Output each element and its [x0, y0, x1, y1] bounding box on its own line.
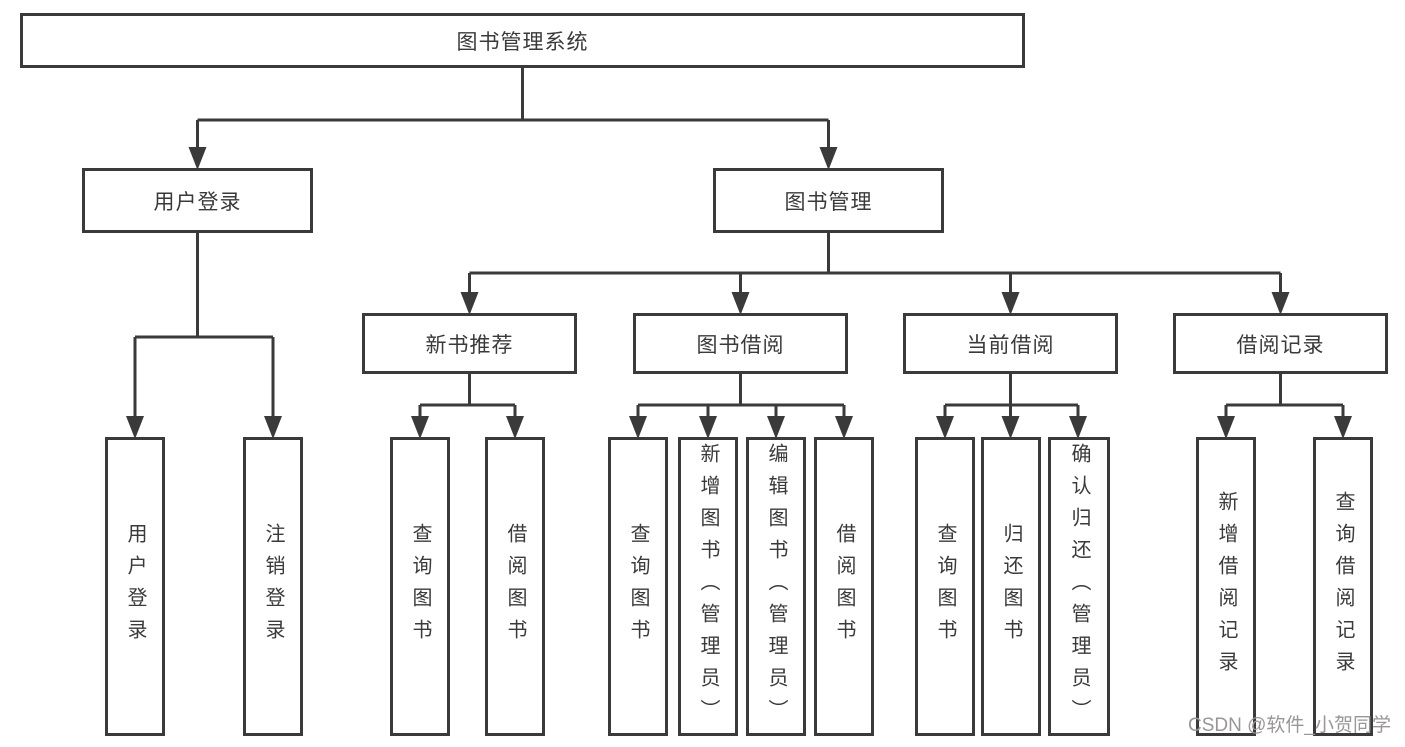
leaf-add-borrow-record-label: 新增借阅记录: [1215, 490, 1237, 683]
leaf-query-books-new-label: 查询图书: [409, 522, 431, 651]
leaf-query-borrow-record-label: 查询借阅记录: [1332, 490, 1354, 683]
csdn-watermark: CSDN @软件_小贺同学: [1188, 715, 1391, 736]
connector-book-borrow: [636, 374, 846, 419]
leaf-borrow-books-new: 借阅图书: [485, 437, 545, 736]
node-book-management-label: 图书管理: [784, 190, 873, 214]
leaf-logout: 注销登录: [243, 437, 303, 736]
leaf-borrow-books: 借阅图书: [814, 437, 874, 736]
node-user-login: 用户登录: [82, 168, 313, 233]
leaf-query-books-borrow: 查询图书: [608, 437, 668, 736]
leaf-query-books-borrow-label: 查询图书: [627, 522, 649, 651]
leaf-borrow-books-new-label: 借阅图书: [504, 522, 526, 651]
node-current-borrow-label: 当前借阅: [966, 333, 1055, 357]
node-book-borrow-label: 图书借阅: [696, 333, 785, 357]
leaf-query-books-current-label: 查询图书: [934, 522, 956, 651]
leaf-user-login: 用户登录: [105, 437, 165, 736]
arrowheads-modules: [460, 292, 1290, 315]
leaf-return-books: 归还图书: [981, 437, 1041, 736]
leaf-query-books-current: 查询图书: [915, 437, 975, 736]
connector-user-login: [133, 233, 275, 419]
leaf-add-books-admin: 新增图书（管理员）: [678, 437, 738, 736]
leaf-return-books-label: 归还图书: [1000, 522, 1022, 651]
leaf-borrow-books-label: 借阅图书: [833, 522, 855, 651]
node-root: 图书管理系统: [20, 13, 1025, 68]
leaf-add-books-admin-label: 新增图书（管理员）: [697, 442, 719, 731]
connector-borrow-records: [1224, 374, 1345, 419]
connector-root: [196, 68, 830, 150]
arrowheads-level2: [188, 147, 838, 170]
arrowheads-leaves: [126, 416, 1352, 439]
node-current-borrow: 当前借阅: [903, 313, 1118, 374]
node-borrow-records-label: 借阅记录: [1236, 333, 1325, 357]
connector-book-management: [468, 233, 1282, 295]
node-book-borrow: 图书借阅: [633, 313, 848, 374]
node-user-login-label: 用户登录: [153, 190, 242, 214]
leaf-confirm-return-admin: 确认归还（管理员）: [1048, 437, 1110, 736]
leaf-add-borrow-record: 新增借阅记录: [1196, 437, 1256, 736]
node-book-management: 图书管理: [713, 168, 944, 233]
node-root-label: 图书管理系统: [456, 30, 589, 54]
connector-current-borrow: [943, 374, 1080, 419]
leaf-query-borrow-record: 查询借阅记录: [1313, 437, 1373, 736]
node-new-book-recommend: 新书推荐: [362, 313, 577, 374]
leaf-query-books-new: 查询图书: [390, 437, 450, 736]
leaf-user-login-label: 用户登录: [124, 522, 146, 651]
leaf-edit-books-admin: 编辑图书（管理员）: [746, 437, 806, 736]
node-borrow-records: 借阅记录: [1173, 313, 1388, 374]
leaf-confirm-return-admin-label: 确认归还（管理员）: [1068, 442, 1090, 731]
leaf-logout-label: 注销登录: [262, 522, 284, 651]
leaf-edit-books-admin-label: 编辑图书（管理员）: [765, 442, 787, 731]
node-new-book-recommend-label: 新书推荐: [425, 333, 514, 357]
connector-new-book: [418, 374, 517, 419]
